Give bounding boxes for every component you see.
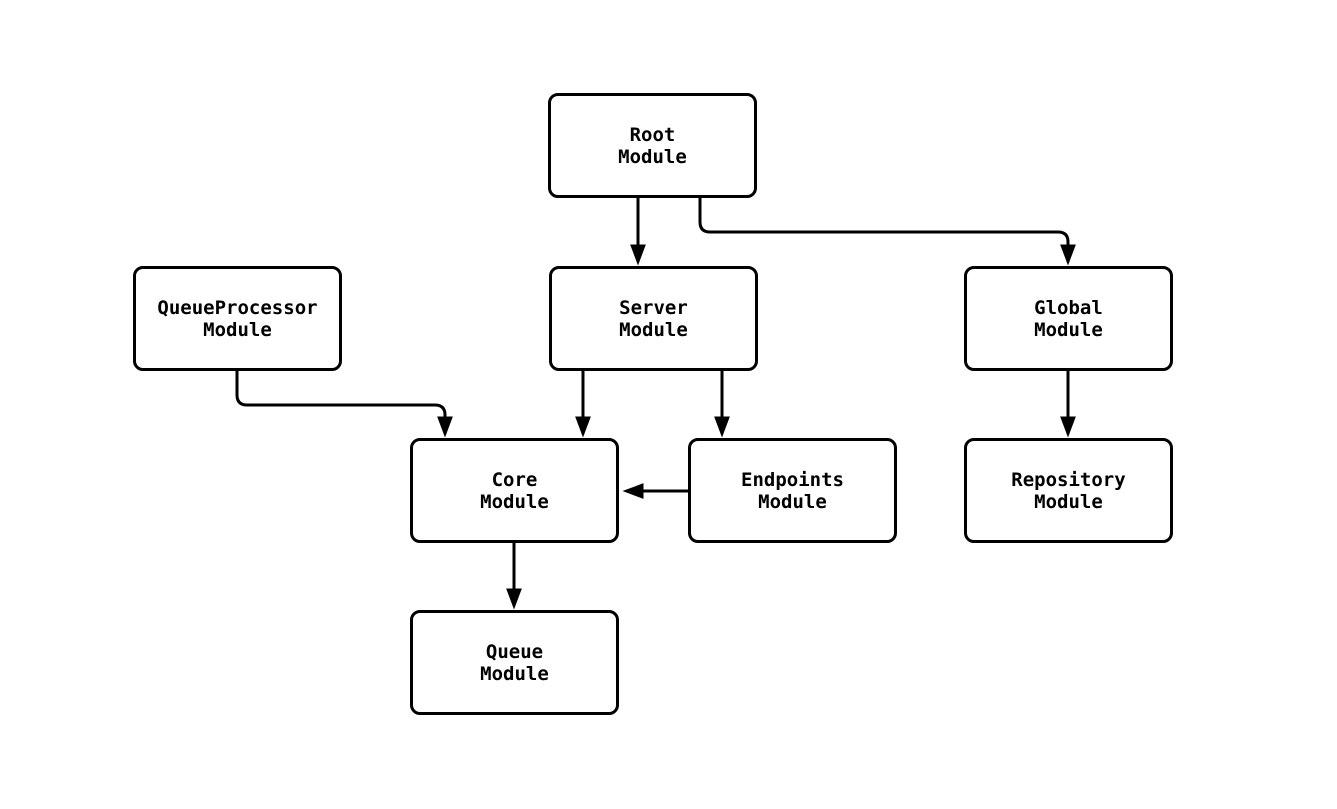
node-endpoints-module: Endpoints Module: [688, 438, 897, 543]
node-server-module: Server Module: [549, 266, 758, 371]
node-root-module: Root Module: [548, 93, 757, 198]
edge-root-to-global: [698, 198, 1076, 266]
node-repository-module: Repository Module: [964, 438, 1173, 543]
node-queue-module: Queue Module: [410, 610, 619, 715]
node-global-module: Global Module: [964, 266, 1173, 371]
node-queueprocessor-module: QueueProcessor Module: [133, 266, 342, 371]
edge-queueprocessor-to-core: [235, 371, 453, 438]
node-core-module: Core Module: [410, 438, 619, 543]
